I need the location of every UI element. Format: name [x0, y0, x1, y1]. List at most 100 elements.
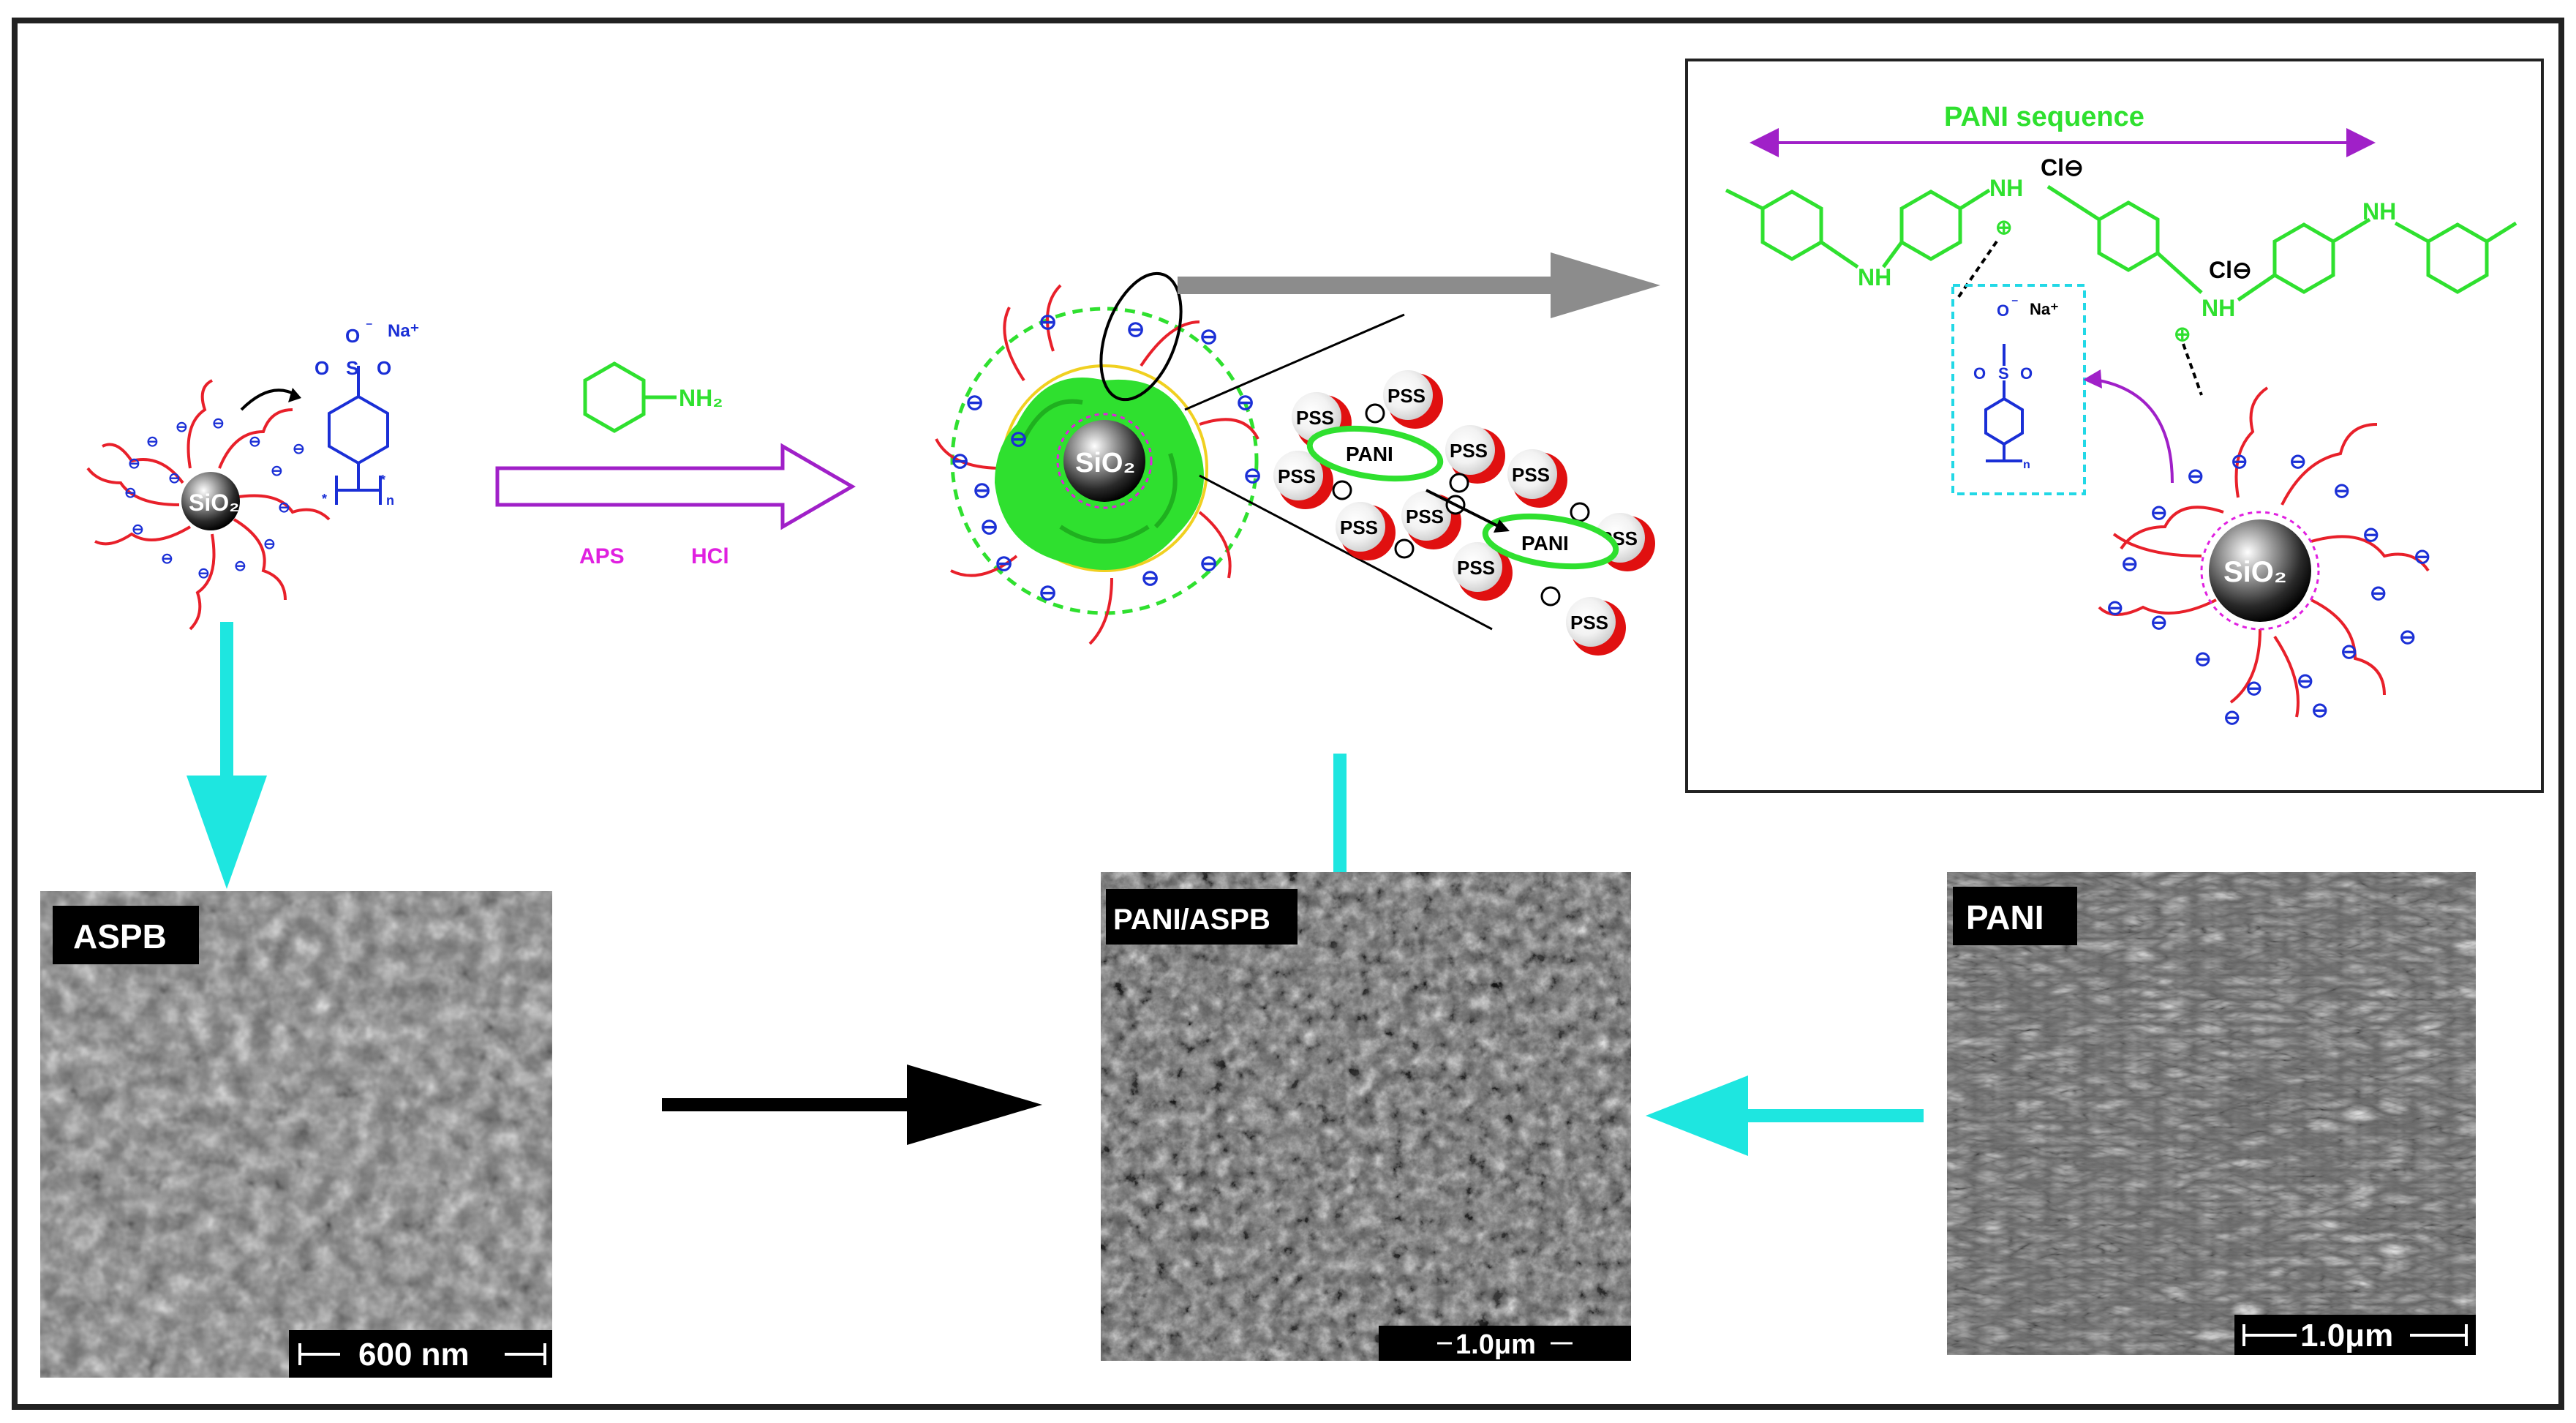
sodium-ion-label: Na⁺	[388, 321, 419, 341]
plus-charge-2: ⊕	[2174, 323, 2191, 345]
svg-text:*: *	[380, 473, 385, 487]
pss-label: PSS	[1387, 385, 1426, 407]
svg-text:⊖: ⊖	[1009, 427, 1028, 451]
pss-ball: PSS	[1401, 491, 1461, 549]
svg-text:⊖: ⊖	[212, 416, 225, 432]
svg-text:⊖: ⊖	[168, 470, 181, 487]
pss-ball: PSS	[1566, 597, 1626, 656]
pss-ball: PSS	[1453, 542, 1513, 601]
sem-panel-pani: PANI 1.0μm	[1947, 872, 2476, 1355]
svg-text:⊖: ⊖	[2340, 640, 2357, 663]
svg-text:⊖: ⊖	[176, 419, 188, 435]
pani-panel-label: PANI	[1966, 898, 2044, 936]
pani-aspb-panel-label: PANI/ASPB	[1113, 904, 1270, 936]
pss-ball: PSS	[1507, 449, 1567, 508]
chloride-label-1: Cl⊖	[2041, 154, 2084, 181]
svg-text:⁻: ⁻	[366, 319, 373, 334]
nh-label-4: NH	[2362, 198, 2396, 225]
svg-text:⊖: ⊖	[278, 500, 290, 516]
hole-marker	[1540, 586, 1561, 607]
svg-text:O: O	[1997, 301, 2009, 320]
svg-text:⊖: ⊖	[995, 552, 1013, 576]
mechanism-box	[1685, 59, 2544, 793]
svg-text:O: O	[377, 357, 391, 379]
svg-text:n: n	[386, 493, 394, 508]
pss-label: PSS	[1512, 464, 1550, 486]
sem-panel-pani-aspb: PANI/ASPB 1.0μm	[1101, 872, 1631, 1361]
pss-label: PSS	[1296, 407, 1334, 429]
chloride-label-2: Cl⊖	[2209, 257, 2252, 283]
pani-scale-bar: 1.0μm	[2300, 1318, 2393, 1353]
svg-text:⊖: ⊖	[1200, 552, 1218, 576]
svg-text:O: O	[2020, 364, 2033, 383]
svg-text:⊖: ⊖	[2289, 450, 2306, 473]
pss-ball: PSS	[1383, 370, 1443, 429]
gray-arrow	[1178, 252, 1660, 318]
aspb-particle-schematic: SiO₂ ⊖⊖⊖ ⊖⊖⊖ ⊖⊖⊖ ⊖⊖⊖ ⊖⊖⊖ O⁻ S O O n * *	[86, 319, 419, 631]
svg-text:⊖: ⊖	[2150, 501, 2167, 524]
svg-text:O: O	[1973, 364, 1986, 383]
outer-frame	[12, 18, 2564, 1410]
sio2-core-label: SiO₂	[1075, 448, 1135, 478]
pani-chain-label-1: PANI	[1346, 443, 1393, 465]
nh-label-3: NH	[2202, 295, 2235, 321]
svg-text:⊖: ⊖	[2150, 611, 2167, 634]
svg-text:S: S	[346, 357, 358, 379]
sem-panel-aspb: ASPB 600 nm	[40, 891, 552, 1378]
svg-text:⊖: ⊖	[2414, 545, 2430, 568]
pss-label: PSS	[1278, 465, 1316, 487]
hole-marker	[1332, 480, 1352, 500]
sulfonate-highlight-box	[1951, 284, 2086, 495]
pss-ball: PSS	[1273, 451, 1333, 509]
svg-text:⊖: ⊖	[234, 558, 246, 574]
svg-text:⊖: ⊖	[2399, 626, 2416, 648]
svg-text:⊖: ⊖	[2187, 465, 2204, 487]
nh2-label: NH₂	[679, 385, 723, 411]
hole-marker	[1570, 502, 1590, 522]
pss-label: PSS	[1457, 557, 1495, 579]
svg-text:⊖: ⊖	[1141, 566, 1159, 590]
svg-text:⊖: ⊖	[271, 463, 283, 479]
pani-coated-particle: SiO₂ ⊖⊖⊖ ⊖⊖⊖ ⊖⊖⊖ ⊖⊖⊖ ⊖⊖	[935, 271, 1262, 645]
cyan-arrow-down-left	[187, 622, 267, 889]
plus-charge-1: ⊕	[1995, 216, 2012, 239]
reaction-arrow	[495, 443, 856, 530]
svg-text:⊖: ⊖	[161, 551, 173, 567]
svg-text:⊖: ⊖	[2245, 677, 2262, 699]
svg-text:⊖: ⊖	[2297, 669, 2313, 692]
hole-marker	[1365, 403, 1385, 424]
svg-text:*: *	[322, 492, 327, 506]
svg-text:n: n	[2023, 459, 2030, 471]
svg-text:⊖: ⊖	[951, 449, 969, 473]
pss-label: PSS	[1450, 440, 1488, 462]
pss-label: PSS	[1340, 517, 1378, 538]
svg-text:⊖: ⊖	[128, 456, 140, 472]
svg-text:O: O	[345, 325, 360, 347]
svg-text:⊖: ⊖	[1126, 318, 1145, 342]
svg-text:⊖: ⊖	[1200, 325, 1218, 349]
aspb-particle-detail: SiO₂ ⊖⊖⊖ ⊖⊖⊖ ⊖⊖⊖ ⊖⊖⊖ ⊖⊖⊖ ⊖⊖⊖	[2098, 386, 2430, 729]
cyan-arrow-left	[1646, 1075, 1924, 1156]
aspb-scale-bar: 600 nm	[358, 1337, 470, 1373]
sio2-label: SiO₂	[189, 489, 239, 516]
svg-text:⊖: ⊖	[2333, 479, 2350, 502]
aspb-panel-label: ASPB	[73, 917, 167, 955]
black-arrow-right	[662, 1065, 1042, 1145]
svg-text:⊖: ⊖	[965, 391, 984, 415]
aps-label: APS	[579, 544, 625, 568]
svg-text:⊖: ⊖	[980, 515, 998, 539]
svg-text:S: S	[1998, 364, 2009, 383]
nh-label-2: NH	[1989, 175, 2023, 201]
svg-text:⊖: ⊖	[263, 536, 276, 552]
aniline-structure: NH₂	[583, 361, 723, 433]
svg-text:⊖: ⊖	[132, 522, 144, 538]
sio2-detail-label: SiO₂	[2223, 556, 2287, 588]
hole-marker	[1394, 538, 1415, 559]
svg-text:O: O	[315, 357, 329, 379]
svg-text:⊖: ⊖	[973, 478, 991, 503]
pani-aspb-scale-bar: 1.0μm	[1455, 1329, 1536, 1360]
pani-sequence-label: PANI sequence	[1944, 102, 2144, 132]
svg-text:⊖: ⊖	[2194, 647, 2211, 670]
